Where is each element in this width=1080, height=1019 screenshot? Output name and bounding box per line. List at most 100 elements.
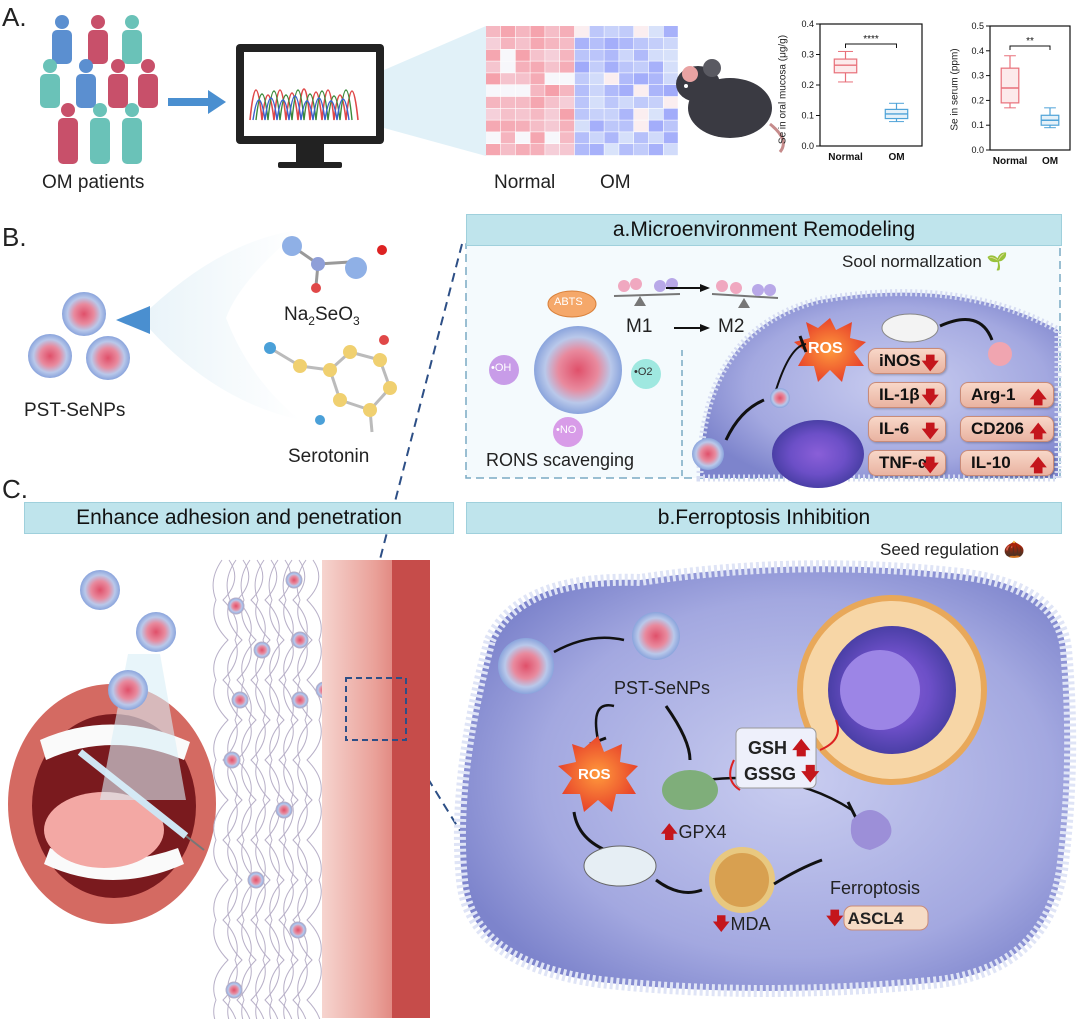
mouse-icon (676, 59, 785, 153)
heatmap-cell (634, 61, 649, 73)
fiber (250, 559, 266, 1019)
heatmap-cell (545, 85, 560, 97)
heatmap-cell (530, 85, 545, 97)
heatmap-cell (589, 96, 604, 108)
selenite-molecule-icon (282, 236, 387, 293)
patients-label: OM patients (42, 172, 145, 193)
heatmap-cell (515, 120, 530, 132)
pst-senps-label: PST-SeNPs (24, 400, 126, 421)
heatmap-cell (486, 108, 501, 120)
nanoparticle-icon (247, 871, 265, 889)
gsh-label: GSH 🡅 (748, 738, 811, 758)
heatmap-cell (500, 108, 515, 120)
heatmap-cell (486, 37, 501, 49)
marker-il10: IL-10🡅 (960, 450, 1054, 476)
gsh-box (735, 727, 817, 789)
y-tick-label: 0.5 (971, 21, 984, 31)
heatmap-cell (663, 120, 678, 132)
heatmap-om-label: OM (600, 172, 631, 193)
heatmap-cell (486, 73, 501, 85)
nanoparticle-icon (227, 597, 245, 615)
heatmap-cell (648, 73, 663, 85)
heatmap-cell (545, 49, 560, 61)
marker-tnfa: TNF-α🡇 (868, 450, 946, 476)
heatmap-cell (604, 120, 619, 132)
arrow-icon (939, 318, 994, 341)
heatmap-cell (634, 37, 649, 49)
heatmap-cell (663, 132, 678, 144)
significance-bracket (845, 43, 897, 48)
heatmap-cell (574, 108, 589, 120)
heatmap-cell (530, 73, 545, 85)
heatmap-cell (574, 96, 589, 108)
heatmap-cell (634, 49, 649, 61)
heatmap-cell (648, 108, 663, 120)
heatmap-cell (515, 73, 530, 85)
heatmap-cell (619, 61, 634, 73)
heatmap-cell (589, 61, 604, 73)
heatmap-cell (589, 120, 604, 132)
serotonin-label: Serotonin (288, 446, 370, 467)
marker-arg1: Arg-1🡅 (960, 382, 1054, 408)
monitor-icon (236, 44, 384, 168)
soil-normalization-label: Sool normallzation 🌱 (842, 252, 1008, 271)
heatmap-cell (589, 73, 604, 85)
heatmap-cell (530, 49, 545, 61)
arrow-icon (116, 306, 150, 334)
heatmap-cell (545, 61, 560, 73)
heatmap-cell (663, 144, 678, 156)
panel-d-b-banner: b.Ferroptosis Inhibition (466, 502, 1062, 534)
heatmap-cell (574, 120, 589, 132)
heatmap-cell (530, 108, 545, 120)
y-tick-label: 0.2 (801, 80, 814, 90)
heatmap-cell (619, 144, 634, 156)
ros-burst-icon (794, 318, 866, 382)
heatmap-cell (560, 120, 575, 132)
heatmap-cell (634, 73, 649, 85)
heatmap-cell (500, 85, 515, 97)
heatmap-cell (530, 37, 545, 49)
heatmap-cell (589, 108, 604, 120)
heatmap (486, 26, 678, 156)
m2-label: M2 (718, 316, 745, 337)
heatmap-cell (560, 49, 575, 61)
heatmap-cell (560, 132, 575, 144)
y-tick-label: 0.2 (971, 95, 984, 105)
heatmap-cell (560, 85, 575, 97)
nanoparticle-icon (223, 751, 241, 769)
heatmap-cell (589, 132, 604, 144)
heatmap-cell (500, 49, 515, 61)
heatmap-cell (663, 96, 678, 108)
fiber (264, 559, 280, 1019)
seed-regulation-label: Seed regulation 🌰 (880, 540, 1025, 559)
patients-icon (40, 15, 158, 164)
heatmap-cell (486, 85, 501, 97)
heatmap-cell (560, 61, 575, 73)
marker-inos: iNOS🡇 (868, 348, 946, 374)
heatmap-cell (648, 144, 663, 156)
heatmap-cell (619, 120, 634, 132)
x-tick-label: OM (888, 152, 904, 163)
panel-letter-a: A. (2, 2, 27, 32)
heatmap-cell (604, 85, 619, 97)
heatmap-cell (486, 49, 501, 61)
heatmap-cell (530, 96, 545, 108)
pst-senps-label-2: PST-SeNPs (614, 678, 711, 698)
fiber (222, 559, 238, 1019)
heatmap-cell (486, 144, 501, 156)
heatmap-cell (574, 73, 589, 85)
fiber (240, 559, 257, 1019)
gpx4-label: 🡅GPX4 (660, 822, 727, 842)
heatmap-cell (560, 73, 575, 85)
fiber (306, 559, 322, 1019)
y-tick-label: 0.4 (801, 19, 814, 29)
heatmap-cell (619, 108, 634, 120)
heatmap-cell (604, 37, 619, 49)
heatmap-cell (545, 26, 560, 38)
heatmap-cell (500, 26, 515, 38)
fiber (268, 559, 285, 1019)
heatmap-cell (589, 26, 604, 38)
heatmap-cell (663, 73, 678, 85)
ferroptosis-label: Ferroptosis (830, 878, 921, 898)
